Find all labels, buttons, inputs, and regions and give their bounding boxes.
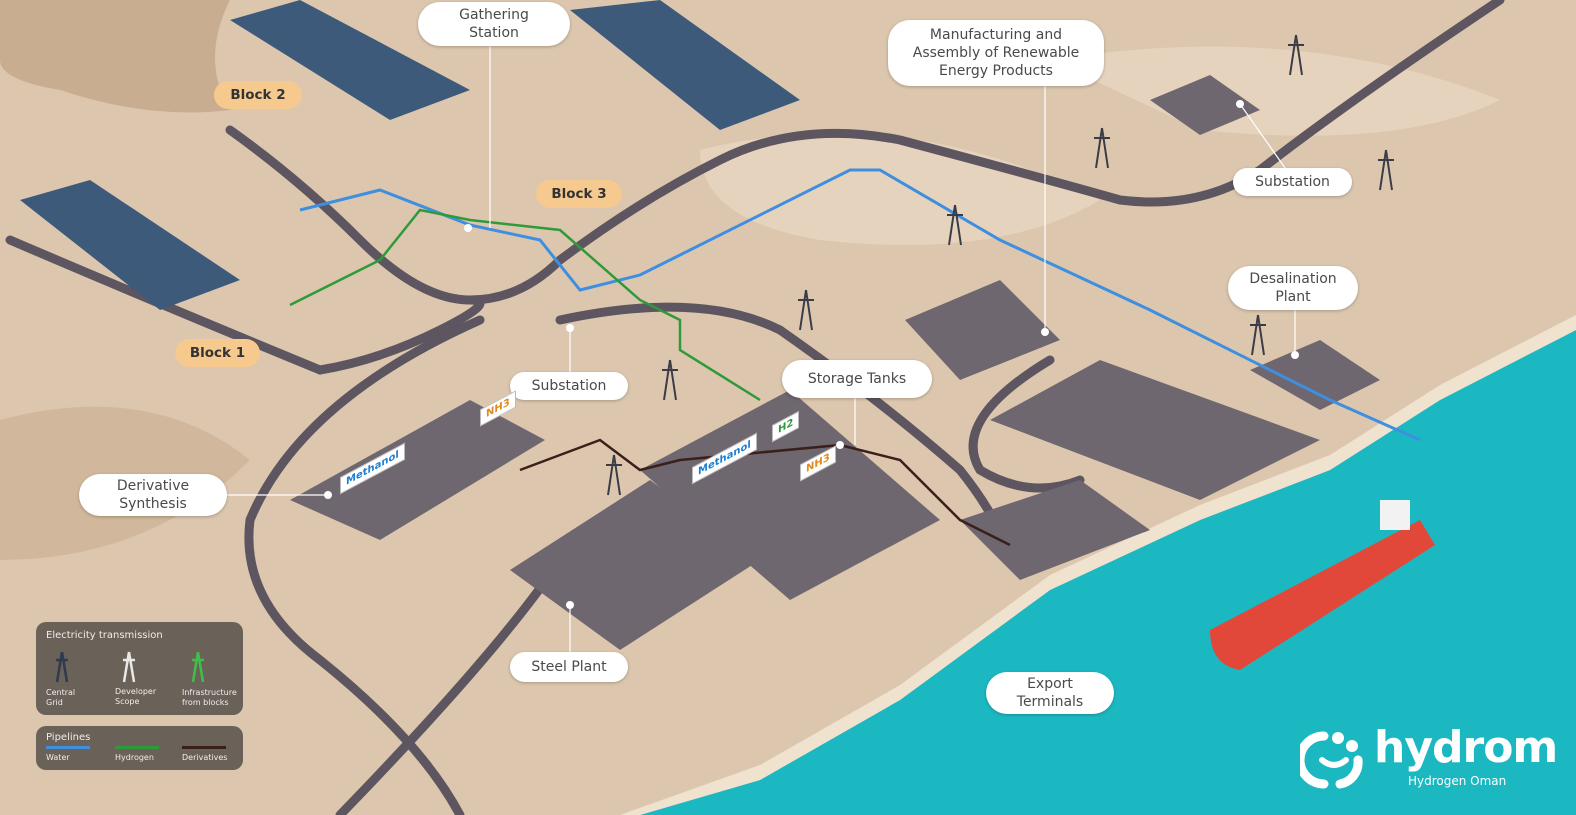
beach	[620, 315, 1576, 815]
developer-scope-pylon-icon	[122, 651, 136, 683]
label-substation-central: Substation	[510, 372, 628, 400]
dune	[700, 133, 1100, 245]
ship-bridge	[1380, 500, 1410, 530]
legend-electricity: Electricity transmission Central Grid De…	[36, 622, 243, 715]
central-grid-pylon-icon	[55, 651, 69, 683]
legend-central-grid: Central Grid	[46, 688, 76, 707]
mountain	[0, 0, 230, 113]
label-export-terminals: Export Terminals	[986, 672, 1114, 714]
dune	[1050, 46, 1500, 136]
logo-tagline: Hydrogen Oman	[1408, 774, 1507, 788]
derivatives-pipeline	[519, 438, 1011, 547]
block-1-tag: Block 1	[175, 339, 260, 367]
pylon-icons	[55, 651, 205, 683]
sea	[640, 330, 1576, 815]
block-3-tag: Block 3	[536, 180, 622, 208]
logo-wordmark: hydrom	[1374, 722, 1558, 773]
label-storage-tanks: Storage Tanks	[782, 360, 932, 398]
legend-hydrogen: Hydrogen	[115, 753, 154, 762]
derivatives-line-swatch	[182, 746, 226, 749]
label-gathering-station: Gathering Station	[418, 2, 570, 46]
label-derivative-synthesis: Derivative Synthesis	[79, 474, 227, 516]
legend-pipelines: Pipelines Water Hydrogen Derivatives	[36, 726, 243, 770]
legend-developer-scope: Developer Scope	[115, 687, 157, 706]
label-desalination-plant: Desalination Plant	[1228, 266, 1358, 310]
legend-water: Water	[46, 753, 70, 762]
label-manufacturing: Manufacturing and Assembly of Renewable …	[888, 20, 1104, 86]
hydrom-logo-mark-icon	[1300, 731, 1363, 789]
transmission-pylons	[606, 34, 1394, 496]
water-line-swatch	[46, 746, 90, 749]
legend-infrastructure-from-blocks: Infrastructure from blocks	[182, 688, 237, 707]
water-pipeline	[299, 168, 1421, 442]
label-leader-lines	[227, 46, 1296, 652]
legend-derivatives: Derivatives	[182, 753, 228, 762]
hydrogen-pipeline	[289, 208, 761, 402]
block-infrastructure-pylon-icon	[191, 651, 205, 683]
hydrogen-line-swatch	[115, 746, 159, 749]
block-2-tag: Block 2	[214, 81, 302, 109]
solar-fields	[20, 0, 800, 310]
legend-pipelines-title: Pipelines	[46, 732, 91, 743]
label-steel-plant: Steel Plant	[510, 652, 628, 682]
label-anchor-dots	[324, 100, 1299, 609]
label-substation-east: Substation	[1233, 168, 1352, 196]
legend-electricity-title: Electricity transmission	[46, 630, 163, 641]
tanker-ship	[1210, 520, 1435, 670]
